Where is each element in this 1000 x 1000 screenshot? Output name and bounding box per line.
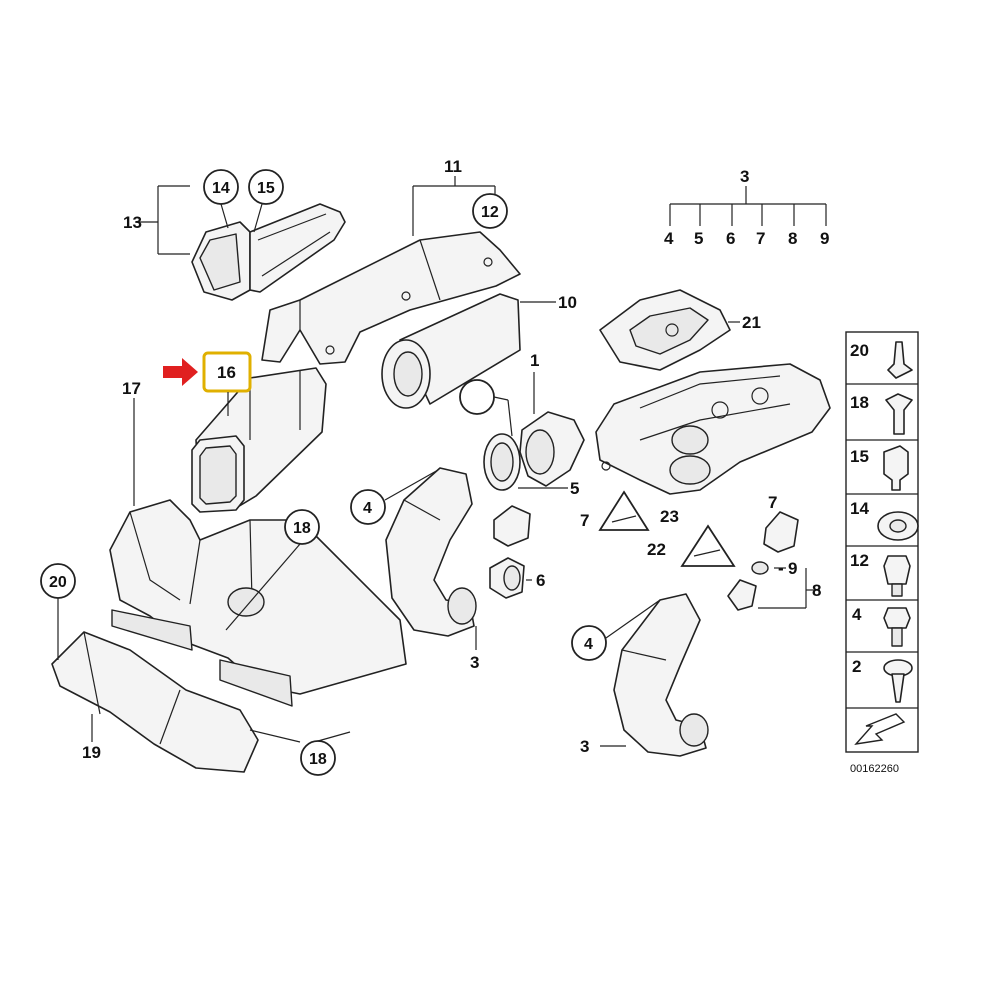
- label-21: 21: [742, 313, 761, 332]
- warning-triangle-22: [680, 524, 736, 567]
- label-7b: 7: [768, 493, 777, 512]
- label-8-9: -: [778, 559, 784, 578]
- mass-air-flow-sensor: [483, 411, 585, 491]
- label-14: 14: [212, 180, 230, 197]
- label-20: 20: [49, 574, 67, 591]
- label-7a: 7: [580, 511, 589, 530]
- legend-12: 12: [850, 551, 869, 570]
- label-3c: 3: [580, 737, 589, 756]
- tree-9: 9: [820, 229, 829, 248]
- callout-4b: [571, 625, 607, 661]
- legend-14: 14: [850, 499, 869, 518]
- arrow-symbol-icon: [854, 713, 906, 745]
- valve-cover-plate: [599, 289, 731, 371]
- label-11: 11: [444, 157, 462, 176]
- lower-duct: [51, 631, 259, 773]
- tree-6: 6: [726, 229, 735, 248]
- callout-18a: [284, 509, 320, 545]
- tree-8: 8: [788, 229, 797, 248]
- label-1: 1: [530, 351, 539, 370]
- tree-7: 7: [756, 229, 765, 248]
- label-10: 10: [558, 293, 577, 312]
- label-9: 9: [788, 559, 797, 578]
- intake-hose-left: [385, 467, 477, 637]
- sleeve-parts: [489, 505, 531, 599]
- tree-5: 5: [694, 229, 703, 248]
- warning-triangle-23: [598, 490, 650, 531]
- label-6a: 6: [536, 571, 545, 590]
- legend-15: 15: [850, 447, 869, 466]
- label-3a: 3: [470, 653, 479, 672]
- right-fittings: [727, 511, 799, 611]
- label-4b: 4: [584, 636, 593, 653]
- label-5a: 5: [570, 479, 579, 498]
- label-16: 16: [217, 363, 236, 382]
- label-13: 13: [123, 213, 142, 232]
- fastener-legend: 20 18 15 14 12 4 2: [845, 331, 919, 753]
- label-3b: 3: [740, 167, 749, 186]
- label-8: 8: [812, 581, 821, 600]
- resonator-cover: [261, 231, 521, 365]
- callout-15: [248, 169, 284, 205]
- callout-2a: [459, 379, 495, 415]
- air-box-lower: [109, 499, 407, 707]
- air-intake-snorkel: [191, 203, 346, 301]
- label-17: 17: [122, 379, 141, 398]
- label-19: 19: [82, 743, 101, 762]
- air-filter-cylinder: [381, 293, 521, 409]
- label-15: 15: [257, 180, 275, 197]
- tree-4: 4: [664, 229, 674, 248]
- legend-18: 18: [850, 393, 869, 412]
- intake-hose-right: [613, 593, 709, 757]
- label-4a: 4: [363, 500, 372, 517]
- label-18a: 18: [293, 520, 311, 537]
- diagram-code: 00162260: [850, 763, 899, 775]
- callout-4a: [350, 489, 386, 525]
- label-12: 12: [481, 204, 499, 221]
- legend-4: 4: [852, 605, 862, 624]
- red-pointer-arrow: [163, 358, 198, 386]
- label-22: 22: [647, 540, 666, 559]
- label-23: 23: [660, 507, 679, 526]
- highlight-box-16: [202, 351, 252, 393]
- legend-20: 20: [850, 341, 869, 360]
- label-18b: 18: [309, 751, 327, 768]
- cylinder-head-cover: [595, 363, 831, 495]
- legend-2: 2: [852, 657, 861, 676]
- callout-12: [472, 193, 508, 229]
